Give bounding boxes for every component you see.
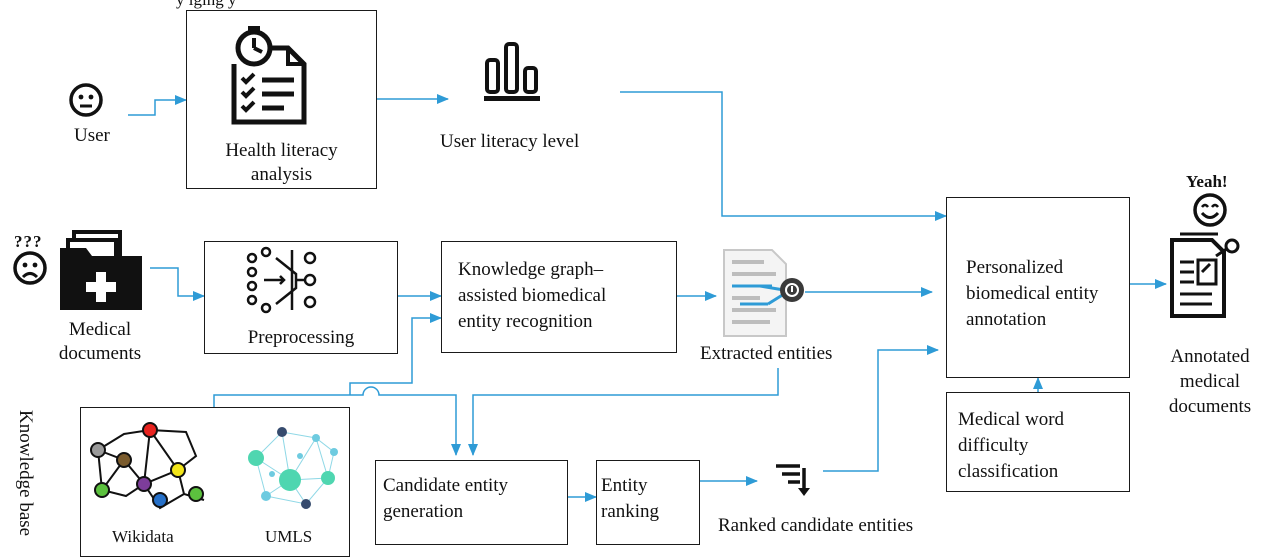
arrow-ranked-to-personalized bbox=[823, 345, 939, 472]
arrow-extracted-to-candidate bbox=[468, 368, 779, 456]
ranked-label: Ranked candidate entities bbox=[718, 515, 914, 536]
annotated-line3: documents bbox=[1168, 396, 1252, 417]
preprocessing-box bbox=[204, 241, 398, 354]
candidate-gen-line2: generation bbox=[383, 501, 464, 522]
kg-ner-line2: assisted biomedical bbox=[458, 285, 607, 306]
medical-docs-line2: documents bbox=[58, 343, 142, 364]
personalized-line2: biomedical entity bbox=[966, 283, 1099, 304]
medical-folder-icon bbox=[60, 230, 142, 310]
kg-ner-line3: entity recognition bbox=[458, 311, 593, 332]
sort-descending-icon bbox=[776, 464, 810, 496]
kg-ner-box bbox=[441, 241, 677, 353]
umls-network-icon bbox=[248, 427, 338, 509]
filter-funnel-icon bbox=[246, 246, 317, 314]
arrow-docs-to-preprocessing bbox=[150, 267, 205, 301]
neutral-face-icon bbox=[69, 83, 103, 117]
difficulty-line3: classification bbox=[958, 461, 1059, 482]
umls-label: UMLS bbox=[265, 527, 313, 546]
knowledge-graph-icon bbox=[90, 422, 205, 510]
extracted-label: Extracted entities bbox=[700, 343, 833, 364]
kg-ner-line1: Knowledge graph– bbox=[458, 259, 604, 280]
knowledge-base-label: Knowledge base bbox=[15, 410, 36, 537]
annotated-line1: Annotated bbox=[1170, 346, 1250, 367]
annotated-document-icon bbox=[1170, 232, 1240, 318]
personalized-line1: Personalized bbox=[966, 257, 1064, 278]
candidate-gen-line1: Candidate entity bbox=[383, 475, 509, 496]
sad-face-icon bbox=[13, 251, 47, 285]
arrow-kb-to-kgner bbox=[349, 313, 442, 395]
user-label: User bbox=[74, 125, 110, 146]
clock-checklist-icon bbox=[231, 26, 307, 125]
header-partial-text: y lging y bbox=[176, 0, 236, 12]
happy-face-icon bbox=[1193, 193, 1227, 227]
medical-docs-line1: Medical bbox=[68, 319, 132, 340]
difficulty-line2: difficulty bbox=[958, 435, 1029, 456]
preprocessing-label: Preprocessing bbox=[247, 327, 355, 348]
difficulty-box bbox=[946, 392, 1130, 492]
personalized-line3: annotation bbox=[966, 309, 1047, 330]
entity-ranking-box bbox=[596, 460, 700, 545]
wikidata-label: Wikidata bbox=[112, 527, 174, 546]
health-literacy-line2: analysis bbox=[250, 164, 313, 185]
confused-marks: ??? bbox=[14, 232, 43, 251]
knowledge-base-box bbox=[80, 407, 350, 557]
arrow-user-to-health bbox=[128, 95, 187, 116]
arrow-level-to-personalized bbox=[620, 91, 947, 221]
bar-chart-icon bbox=[484, 42, 540, 101]
personalized-box bbox=[946, 197, 1130, 378]
arrow-kb-to-candidate bbox=[213, 386, 461, 456]
candidate-gen-box bbox=[375, 460, 568, 545]
entity-ranking-line2: ranking bbox=[601, 501, 660, 522]
literacy-level-label: User literacy level bbox=[440, 131, 580, 152]
happy-marks: Yeah! bbox=[1186, 172, 1228, 191]
entity-ranking-line1: Entity bbox=[601, 475, 648, 496]
document-extract-icon bbox=[723, 249, 804, 337]
annotated-line2: medical bbox=[1179, 371, 1241, 392]
health-literacy-line1: Health literacy bbox=[225, 140, 338, 161]
difficulty-line1: Medical word bbox=[958, 409, 1065, 430]
